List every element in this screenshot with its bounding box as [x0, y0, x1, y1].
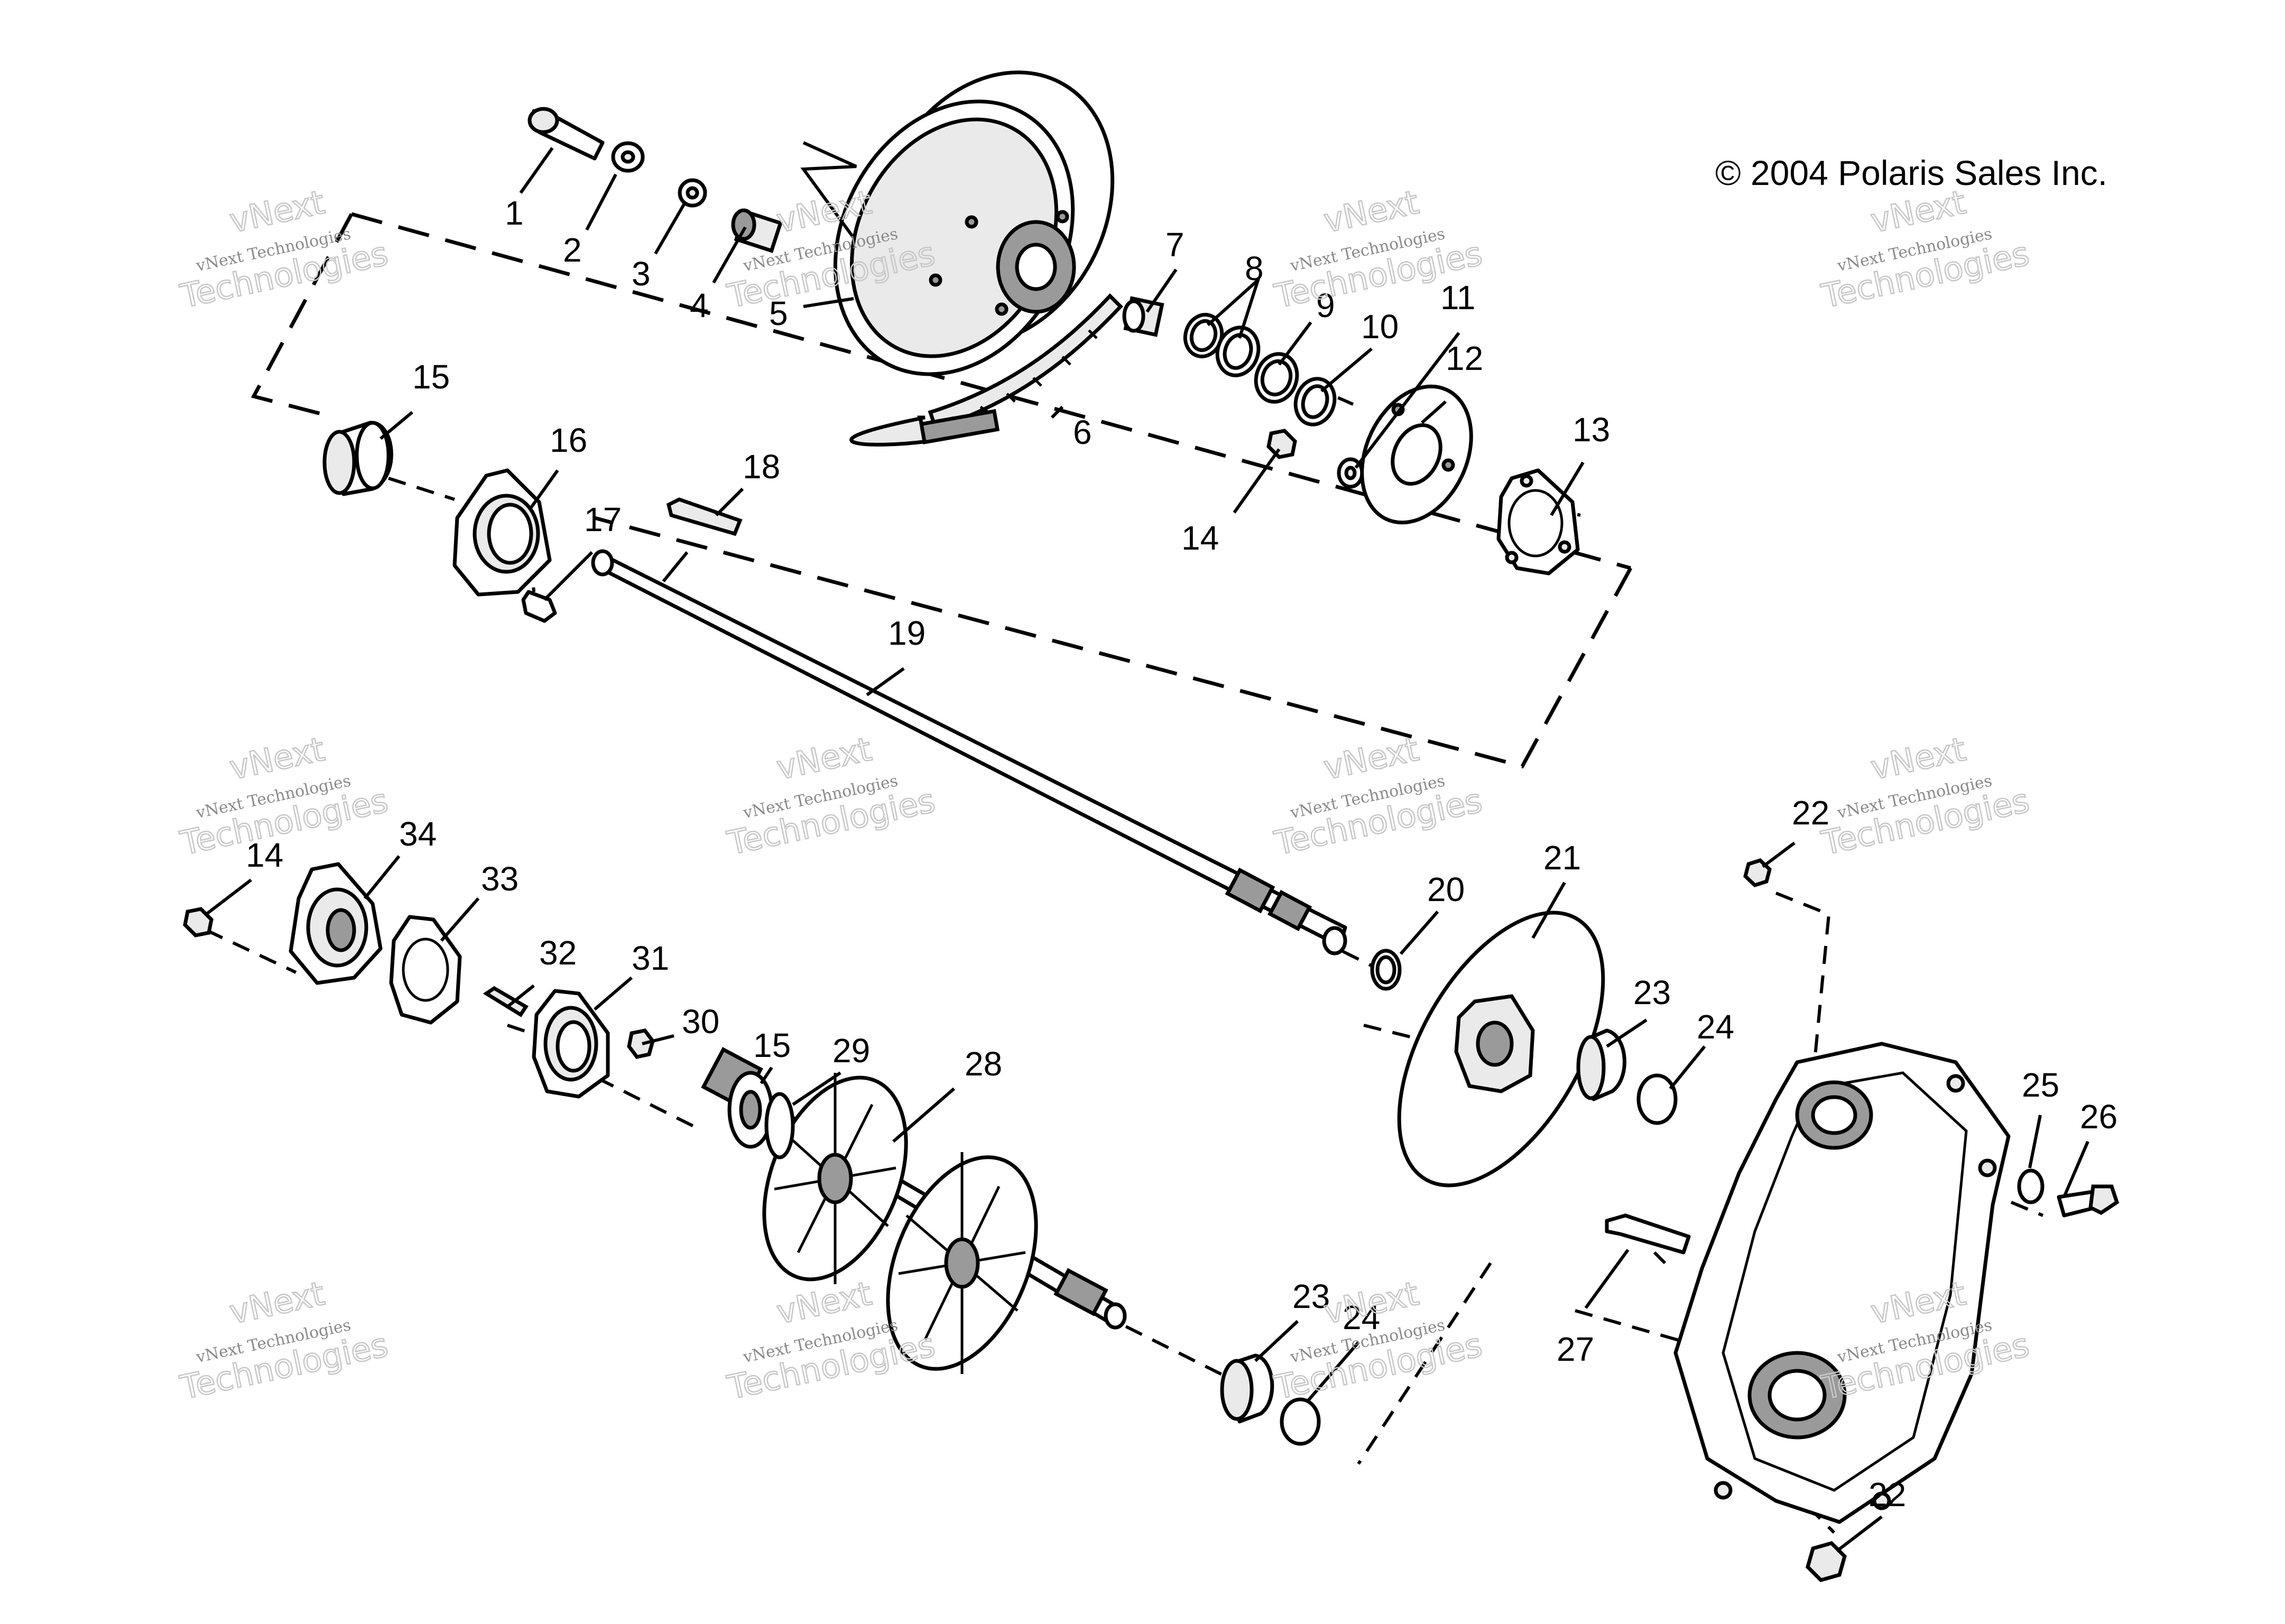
bearing-23-lower [1220, 1353, 1274, 1424]
seal-24-lower [1280, 1397, 1321, 1446]
svg-text:vNext: vNext [773, 730, 875, 787]
washer-2 [611, 141, 645, 173]
callout-31: 31 [632, 939, 669, 977]
callout-18: 18 [743, 448, 780, 486]
callout-23-lower: 23 [1292, 1277, 1330, 1315]
callout-32: 32 [539, 934, 577, 972]
callout-4: 4 [690, 286, 709, 324]
callout-2: 2 [563, 231, 582, 269]
callout-1: 1 [505, 194, 524, 232]
sprocket-bolt [528, 107, 605, 161]
nut-30 [627, 1028, 655, 1059]
key-18 [666, 497, 743, 536]
callout-29: 29 [832, 1032, 870, 1070]
callout-22-bottom: 22 [1868, 1475, 1906, 1514]
callout-7: 7 [1165, 226, 1185, 264]
callout-15-lower: 15 [753, 1026, 791, 1064]
svg-text:vNext: vNext [1320, 730, 1422, 787]
seal-29 [764, 1092, 795, 1159]
spring-pin-32 [483, 986, 529, 1017]
callout-22-top: 22 [1792, 794, 1829, 832]
callout-14-top: 14 [1181, 519, 1219, 557]
callout-25: 25 [2022, 1066, 2059, 1104]
retainer-plate-12 [1360, 384, 1473, 525]
svg-text:vNext: vNext [1320, 183, 1422, 240]
callout-3: 3 [632, 255, 651, 293]
ring-20 [1370, 949, 1402, 991]
callout-9: 9 [1316, 286, 1335, 324]
nut-14-left [183, 907, 214, 938]
callout-24-lower: 24 [1343, 1298, 1380, 1337]
svg-text:vNext: vNext [226, 1274, 328, 1332]
callout-20: 20 [1427, 870, 1465, 908]
svg-text:vNext: vNext [773, 1274, 875, 1332]
washer-3 [678, 178, 707, 208]
bearing-15-top [322, 421, 393, 496]
callout-24-top: 24 [1697, 1008, 1734, 1046]
callout-11: 11 [1440, 279, 1475, 317]
callout-21: 21 [1543, 839, 1581, 877]
spacer-4 [731, 208, 783, 253]
callout-16: 16 [550, 421, 587, 459]
bearing-flange-34 [289, 862, 383, 985]
callout-14-left: 14 [246, 836, 283, 874]
copyright-notice: © 2004 Polaris Sales Inc. [1715, 153, 2107, 192]
bearing-flange-31 [532, 989, 610, 1099]
callout-15-top: 15 [412, 358, 450, 396]
callout-33: 33 [481, 860, 519, 898]
chaincase [1673, 1042, 2011, 1524]
callout-12: 12 [1446, 339, 1483, 377]
driven-sprocket [833, 70, 1115, 376]
bearing-flange-16 [452, 468, 552, 597]
callout-8: 8 [1245, 249, 1264, 287]
bearing-23-top [1576, 1028, 1626, 1101]
washer-25 [2017, 1168, 2045, 1204]
drive-chain [849, 293, 1123, 447]
callout-5: 5 [769, 294, 788, 332]
drive-shaft-19 [591, 549, 1347, 955]
nut-14-top [1266, 429, 1297, 459]
brake-disc-21 [1397, 911, 1605, 1187]
gasket-33 [389, 915, 462, 1025]
svg-text:vNext: vNext [1867, 730, 1969, 787]
callouts: 1 2 3 4 5 6 7 8 9 10 11 12 13 14 15 16 1… [246, 194, 2117, 1514]
callout-28: 28 [965, 1045, 1002, 1083]
seal-24-top [1636, 1073, 1678, 1125]
bearing-flange-13 [1496, 468, 1580, 576]
callout-13: 13 [1572, 411, 1610, 449]
callout-30: 30 [682, 1003, 719, 1041]
callout-17: 17 [584, 500, 622, 539]
spacer-7 [1122, 296, 1164, 337]
bolt-26 [2057, 1184, 2120, 1218]
callout-34: 34 [399, 815, 437, 853]
leader-lines [205, 141, 2089, 1553]
nut-22-bottom [1806, 1541, 1847, 1582]
bolt-17 [521, 590, 557, 623]
callout-6: 6 [1073, 413, 1092, 451]
ring-9 [1254, 352, 1299, 404]
bolt-27 [1605, 1213, 1691, 1255]
callout-27: 27 [1557, 1330, 1594, 1368]
callout-19: 19 [888, 614, 926, 652]
svg-text:vNext: vNext [226, 183, 328, 240]
callout-26: 26 [2080, 1098, 2117, 1136]
svg-text:vNext: vNext [226, 730, 328, 787]
bearing-15-lower [727, 1071, 774, 1149]
callout-10: 10 [1361, 308, 1399, 346]
callout-23-top: 23 [1633, 973, 1671, 1011]
shims-8 [1183, 313, 1261, 377]
